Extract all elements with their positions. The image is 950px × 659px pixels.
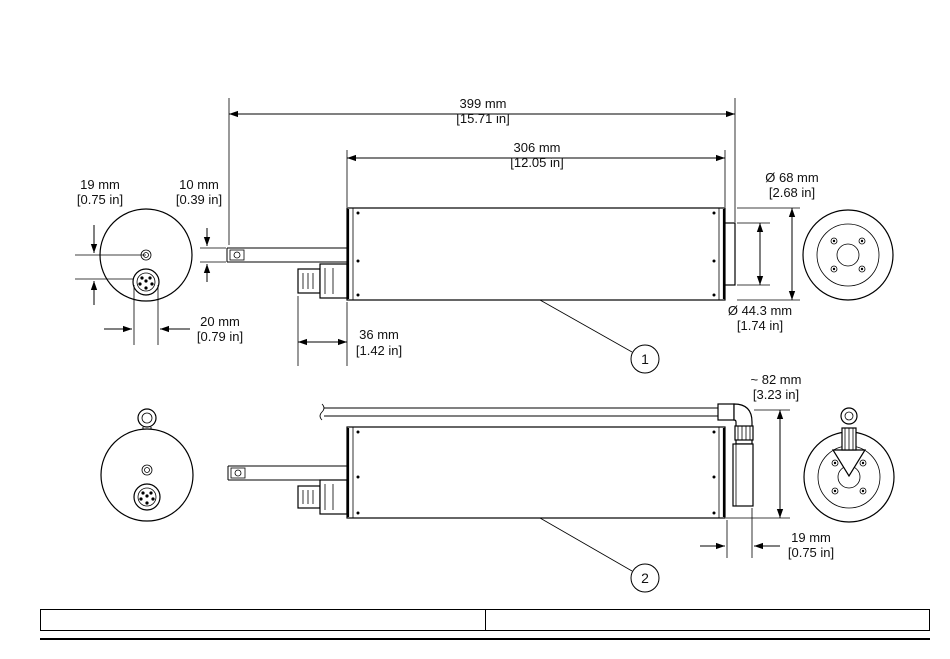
elbow-offset-mm: 19 mm (791, 530, 831, 545)
elbow-offset-in: [0.75 in] (788, 545, 834, 560)
connector-length-in: [1.42 in] (356, 343, 402, 358)
port-offset-in: [0.75 in] (77, 192, 123, 207)
diameter-dimensions (737, 208, 800, 300)
body-length-mm: 306 mm (514, 140, 561, 155)
port-offset-mm: 19 mm (80, 177, 120, 192)
body-length-in: [12.05 in] (510, 155, 564, 170)
rod-height-in: [0.39 in] (176, 192, 222, 207)
elbow-height-mm: ~ 82 mm (751, 372, 802, 387)
overall-length-in: [15.71 in] (456, 111, 510, 126)
table-cell-left (40, 609, 486, 631)
end-view-left-1 (75, 209, 192, 345)
overall-length-mm: 399 mm (460, 96, 507, 111)
table-bottom-rule (40, 638, 930, 640)
table-cell-right (485, 609, 930, 631)
end-view-right-2 (804, 408, 894, 522)
connector-length-mm: 36 mm (359, 327, 399, 342)
elbow-height-in: [3.23 in] (753, 387, 799, 402)
inner-diameter-in: [1.74 in] (737, 318, 783, 333)
rod-height-dimension (200, 228, 226, 282)
rod-height-mm: 10 mm (179, 177, 219, 192)
connector-width-in: [0.79 in] (197, 329, 243, 344)
connector-width-mm: 20 mm (200, 314, 240, 329)
side-view-2 (228, 404, 753, 518)
callout-1-label: 1 (641, 351, 649, 367)
outer-diameter-mm: Ø 68 mm (765, 170, 818, 185)
end-view-right-1 (803, 210, 893, 300)
callout-2-label: 2 (641, 570, 649, 586)
side-view-1 (227, 208, 735, 300)
connector-length-dimension (298, 296, 347, 366)
outer-diameter-in: [2.68 in] (769, 185, 815, 200)
inner-diameter-mm: Ø 44.3 mm (728, 303, 792, 318)
end-view-left-2 (101, 409, 193, 521)
